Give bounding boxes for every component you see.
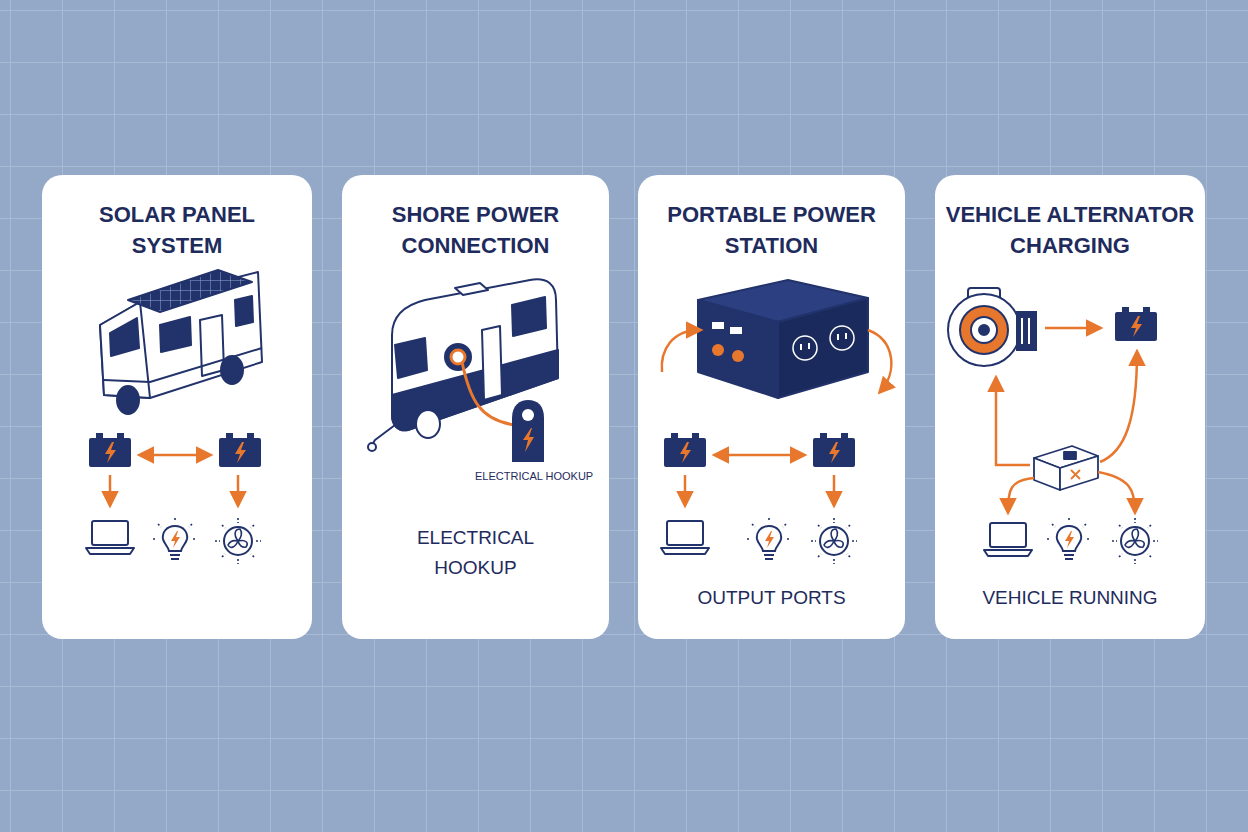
card-solar: SOLAR PANEL SYSTEM bbox=[42, 175, 312, 639]
charge-controller bbox=[1034, 446, 1098, 490]
card-alternator: VEHICLE ALTERNATOR CHARGING VEHICLE RUNNI… bbox=[935, 175, 1205, 639]
card-heading: VEHICLE ALTERNATOR CHARGING bbox=[942, 199, 1198, 261]
card-grounds bbox=[42, 175, 1205, 639]
battery-flow bbox=[86, 433, 261, 564]
hookup-label: ELECTRICAL HOOKUP bbox=[475, 470, 593, 482]
card-shore: SHORE POWER CONNECTION ELECTRICAL HOOKUP bbox=[342, 175, 609, 639]
card-heading: SHORE POWER CONNECTION bbox=[361, 199, 591, 261]
card-heading: PORTABLE POWER STATION bbox=[667, 199, 877, 261]
card-heading: SOLAR PANEL SYSTEM bbox=[82, 199, 272, 261]
card-station: PORTABLE POWER STATION OUTPUT PORTS bbox=[638, 175, 905, 639]
shore-pedestal bbox=[462, 362, 544, 462]
camper-van bbox=[100, 270, 262, 414]
card-caption: ELECTRICAL HOOKUP bbox=[401, 523, 551, 583]
card-caption: VEHICLE RUNNING bbox=[950, 583, 1190, 613]
card-caption: OUTPUT PORTS bbox=[652, 583, 892, 613]
alternator-flow bbox=[984, 307, 1158, 564]
alternator bbox=[948, 288, 1036, 366]
power-station bbox=[698, 280, 868, 398]
station-flow bbox=[661, 330, 891, 564]
